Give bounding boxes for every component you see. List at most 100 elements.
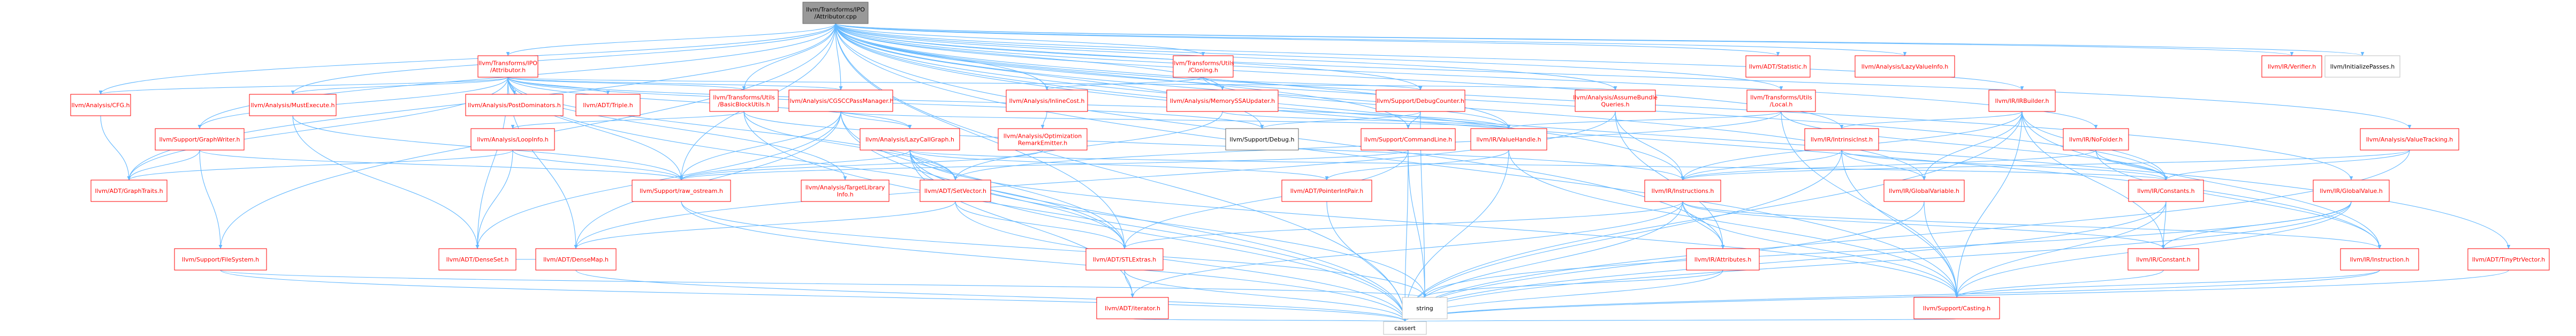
dependency-edge xyxy=(743,111,955,180)
node-box xyxy=(1745,55,1811,78)
dependency-edge xyxy=(1262,111,1421,129)
include-node[interactable]: llvm/Transforms/IPO/Attributor.h xyxy=(477,55,538,78)
dependency-edge xyxy=(129,150,513,180)
dependency-edge xyxy=(743,111,1683,180)
include-node[interactable]: llvm/IR/Attributes.h xyxy=(1686,248,1760,271)
node-label: /BasicBlockUtils.h xyxy=(718,101,770,108)
node-label: llvm/IR/Attributes.h xyxy=(1694,256,1751,263)
include-node[interactable]: llvm/Support/GraphWriter.h xyxy=(155,128,245,151)
include-node[interactable]: llvm/IR/IRBuilder.h xyxy=(1988,89,2056,112)
include-node[interactable]: llvm/Support/Casting.h xyxy=(1913,297,2000,319)
node-box xyxy=(155,128,245,151)
node-label: llvm/Support/raw_ostream.h xyxy=(640,188,723,195)
include-node[interactable]: llvm/ADT/STLExtras.h xyxy=(1085,248,1164,271)
include-node[interactable]: llvm/Support/raw_ostream.h xyxy=(632,180,731,202)
dependency-edge xyxy=(909,150,2166,180)
include-node[interactable]: llvm/IR/GlobalVariable.h xyxy=(1883,180,1965,202)
include-node[interactable]: llvm/ADT/SetVector.h xyxy=(920,180,991,202)
dependency-edge xyxy=(576,201,956,249)
node-box xyxy=(1085,248,1164,271)
node-label: llvm/IR/Instruction.h xyxy=(2350,256,2410,263)
include-node[interactable]: llvm/Analysis/LoopInfo.h xyxy=(470,128,555,151)
include-node[interactable]: llvm/IR/Instruction.h xyxy=(2340,248,2419,271)
node-label: llvm/Analysis/LazyCallGraph.h xyxy=(865,136,954,143)
dependency-edge xyxy=(743,111,1405,322)
node-label: llvm/ADT/GraphTraits.h xyxy=(95,188,163,195)
include-node[interactable]: llvm/Transforms/Utils/BasicBlockUtils.h xyxy=(709,89,779,112)
include-node[interactable]: llvm/IR/NoFolder.h xyxy=(2063,128,2129,151)
node-box xyxy=(249,94,337,116)
node-label: llvm/ADT/PointerIntPair.h xyxy=(1290,188,1364,195)
edge-layer xyxy=(100,23,2509,322)
node-label: llvm/Analysis/LoopInfo.h xyxy=(477,136,549,143)
dependency-edge xyxy=(100,115,129,180)
include-node[interactable]: llvm/Analysis/CGSCCPassManager.h xyxy=(788,89,894,112)
include-node[interactable]: llvm/ADT/Triple.h xyxy=(575,94,641,116)
node-box xyxy=(70,94,131,116)
include-node[interactable]: llvm/Support/Debug.h xyxy=(1225,128,1299,151)
include-node[interactable]: llvm/Transforms/Utils/Local.h xyxy=(1746,89,1816,112)
include-node[interactable]: llvm/Support/CommandLine.h xyxy=(1361,128,1456,151)
include-node[interactable]: llvm/IR/ValueHandle.h xyxy=(1470,128,1547,151)
dependency-edge xyxy=(744,23,836,90)
node-box xyxy=(709,89,779,112)
node-label: llvm/Analysis/CGSCCPassManager.h xyxy=(788,98,894,104)
include-node[interactable]: cassert xyxy=(1383,321,1427,335)
dependency-edge xyxy=(840,111,1405,322)
dependency-edge xyxy=(1683,150,1842,180)
include-node[interactable]: llvm/Transforms/Utils/Cloning.h xyxy=(1172,55,1234,78)
include-node[interactable]: llvm/IR/Verifier.h xyxy=(2261,55,2322,78)
dependency-edge xyxy=(1124,150,1409,249)
include-node[interactable]: llvm/Analysis/ValueTracking.h xyxy=(2360,128,2459,151)
include-node[interactable]: llvm/ADT/PointerIntPair.h xyxy=(1281,180,1372,202)
dependency-edge xyxy=(835,23,1781,90)
dependency-edge xyxy=(293,23,836,94)
dependency-edge xyxy=(1682,201,1957,297)
include-node[interactable]: llvm/IR/GlobalValue.h xyxy=(2313,180,2390,202)
dependency-edge xyxy=(1924,111,2023,180)
node-box xyxy=(465,94,564,116)
include-node[interactable]: llvm/Support/DebugCounter.h xyxy=(1376,89,1465,112)
include-node[interactable]: llvm/ADT/TinyPtrVector.h xyxy=(2467,248,2550,271)
dependency-edge xyxy=(1957,270,2164,297)
include-node[interactable]: llvm/ADT/Statistic.h xyxy=(1745,55,1811,78)
include-node[interactable]: llvm/Support/FileSystem.h xyxy=(174,248,267,271)
dependency-edge xyxy=(681,201,1425,297)
node-label: llvm/Analysis/MustExecute.h xyxy=(250,102,335,109)
node-label: Queries.h xyxy=(1601,101,1630,108)
node-label: Info.h xyxy=(837,191,853,198)
dependency-edge xyxy=(909,150,1425,297)
include-node[interactable]: llvm/Analysis/MustExecute.h xyxy=(249,94,337,116)
include-node[interactable]: llvm/Analysis/MemorySSAUpdater.h xyxy=(1166,89,1279,112)
include-node[interactable]: llvm/IR/IntrinsicInst.h xyxy=(1804,128,1879,151)
node-label: llvm/Analysis/AssumeBundle xyxy=(1573,94,1658,101)
dependency-edge xyxy=(1124,270,1133,297)
include-node[interactable]: llvm/InitializePasses.h xyxy=(2324,55,2400,78)
include-node[interactable]: llvm/Analysis/PostDominators.h xyxy=(465,94,564,116)
include-node[interactable]: llvm/Analysis/CFG.h xyxy=(70,94,131,116)
node-box xyxy=(998,128,1088,151)
node-box xyxy=(2360,128,2459,151)
node-label: llvm/Support/DebugCounter.h xyxy=(1377,98,1464,104)
dependency-edge xyxy=(1326,201,1405,322)
include-node[interactable]: llvm/Analysis/InlineCost.h xyxy=(1006,89,1088,112)
node-label: llvm/Analysis/TargetLibrary xyxy=(806,184,885,191)
include-node[interactable]: llvm/ADT/DenseMap.h xyxy=(535,248,617,271)
dependency-edge xyxy=(1781,111,1957,297)
include-node[interactable]: llvm/IR/Instructions.h xyxy=(1644,180,1721,202)
include-node[interactable]: llvm/ADT/iterator.h xyxy=(1096,297,1169,319)
include-node[interactable]: llvm/ADT/GraphTraits.h xyxy=(90,180,168,202)
include-node[interactable]: llvm/IR/Constants.h xyxy=(2128,180,2204,202)
dependency-edge xyxy=(955,201,1124,249)
include-node[interactable]: llvm/ADT/DenseSet.h xyxy=(438,248,516,271)
include-node[interactable]: string xyxy=(1402,297,1448,319)
include-node[interactable]: llvm/Analysis/LazyCallGraph.h xyxy=(860,128,960,151)
dependency-edge xyxy=(955,111,1223,180)
include-node[interactable]: llvm/Analysis/OptimizationRemarkEmitter.… xyxy=(998,128,1088,151)
node-label: llvm/Transforms/IPO xyxy=(806,6,865,13)
dependency-edge xyxy=(1405,201,2167,322)
include-node[interactable]: llvm/IR/Constant.h xyxy=(2127,248,2199,271)
include-node[interactable]: llvm/Analysis/LazyValueInfo.h xyxy=(1855,55,1955,78)
